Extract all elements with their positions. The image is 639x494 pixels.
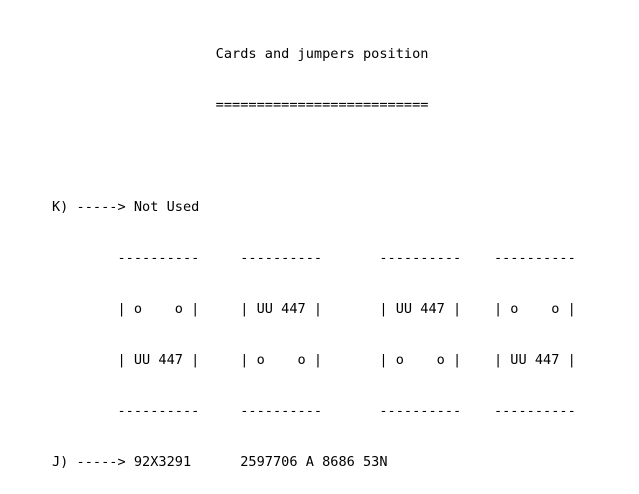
slot-K-line: K) -----> Not Used xyxy=(52,199,200,215)
jumper-block-KJ-border-top: ---------- ---------- ---------- -------… xyxy=(52,250,576,266)
page-title: Cards and jumpers position xyxy=(52,46,429,62)
slot-J-line: J) -----> 92X3291 2597706 A 8686 53N xyxy=(52,454,388,470)
jumper-block-KJ-row-2: | UU 447 | | o o | | o o | | UU 447 | xyxy=(52,352,576,368)
jumper-block-KJ-border-bottom: ---------- ---------- ---------- -------… xyxy=(52,403,576,419)
title-underline: ========================== xyxy=(52,97,429,113)
jumper-block-KJ-row-1: | o o | | UU 447 | | UU 447 | | o o | xyxy=(52,301,576,317)
blank-line xyxy=(52,148,639,165)
